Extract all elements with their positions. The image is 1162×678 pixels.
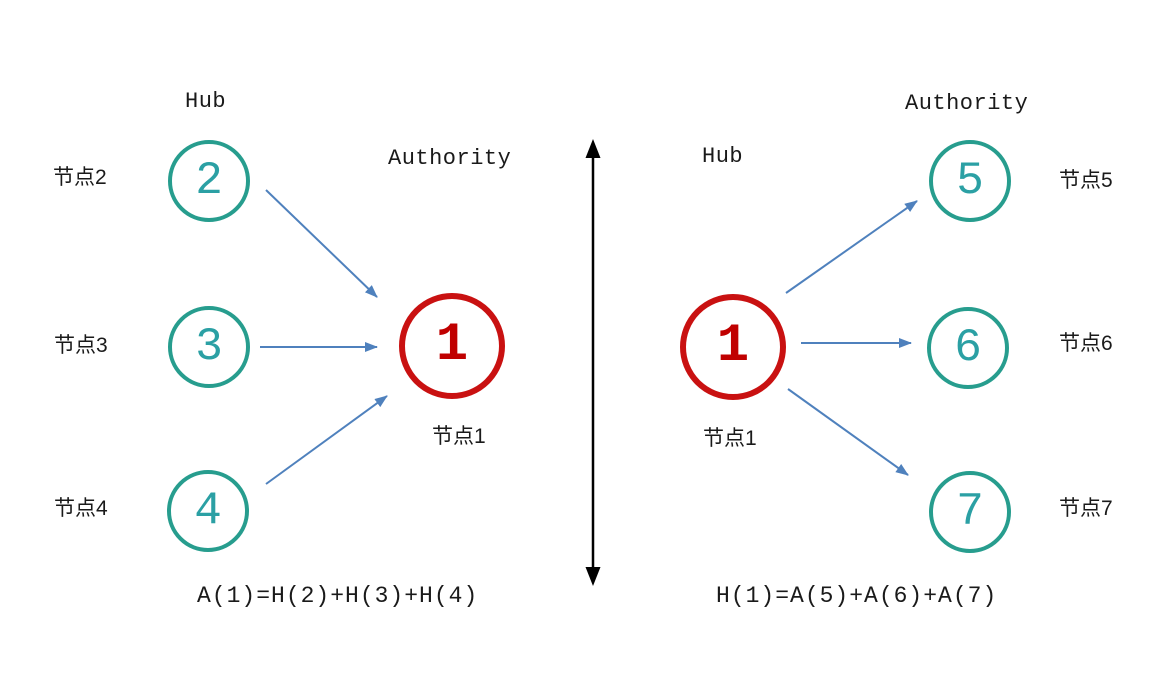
right-hub-heading: Hub — [702, 144, 744, 169]
left-authority-heading: Authority — [388, 146, 512, 171]
left-hub-heading: Hub — [185, 89, 227, 114]
node-7-label: 节点7 — [1059, 497, 1113, 520]
edge-arrow-1-to-7 — [787, 388, 909, 476]
node-3: 3 — [168, 306, 250, 388]
node-1-right-number: 1 — [716, 316, 750, 377]
left-formula: A(1)=H(2)+H(3)+H(4) — [197, 583, 479, 609]
edge-arrow-4-to-1 — [265, 395, 388, 485]
node-2-label: 节点2 — [53, 166, 107, 189]
node-1-right: 1 — [680, 294, 786, 400]
node-7: 7 — [929, 471, 1011, 553]
node-5-label: 节点5 — [1059, 169, 1113, 192]
edge-arrow-1-to-5 — [785, 200, 918, 294]
vertical-double-arrow-icon — [585, 139, 601, 586]
node-2-number: 2 — [195, 155, 223, 207]
node-1-left-label: 节点1 — [432, 425, 486, 448]
node-2: 2 — [168, 140, 250, 222]
node-4-number: 4 — [194, 485, 222, 537]
node-1-right-label: 节点1 — [703, 427, 757, 450]
right-authority-heading: Authority — [905, 91, 1029, 116]
node-4: 4 — [167, 470, 249, 552]
node-3-number: 3 — [195, 321, 223, 373]
node-1-left-number: 1 — [435, 315, 469, 376]
node-5-number: 5 — [956, 155, 984, 207]
node-6: 6 — [927, 307, 1009, 389]
node-5: 5 — [929, 140, 1011, 222]
edge-arrow-2-to-1 — [265, 189, 378, 298]
node-6-number: 6 — [954, 322, 982, 374]
node-3-label: 节点3 — [54, 334, 108, 357]
node-4-label: 节点4 — [54, 497, 108, 520]
node-7-number: 7 — [956, 486, 984, 538]
node-1-left: 1 — [399, 293, 505, 399]
node-6-label: 节点6 — [1059, 332, 1113, 355]
right-formula: H(1)=A(5)+A(6)+A(7) — [716, 583, 998, 609]
